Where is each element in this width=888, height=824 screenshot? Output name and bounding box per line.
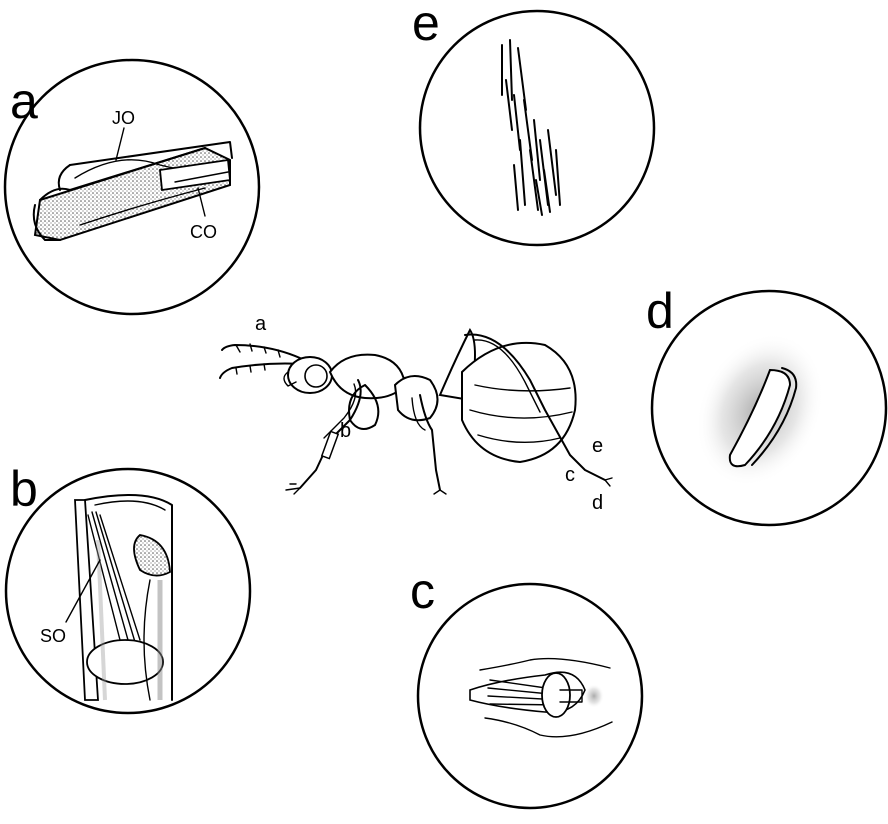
panel-d-label: d bbox=[646, 283, 674, 339]
panel-e-label: e bbox=[412, 0, 440, 51]
panel-d: d bbox=[646, 283, 886, 525]
panel-b-label: b bbox=[10, 461, 38, 517]
panel-c: c bbox=[410, 563, 642, 808]
panel-e: e bbox=[412, 0, 654, 245]
panel-a: a JO CO bbox=[5, 60, 259, 314]
panel-a-label: a bbox=[10, 73, 38, 129]
panel-c-label: c bbox=[410, 563, 435, 619]
ant-label-b: b bbox=[340, 420, 351, 442]
jo-label: JO bbox=[112, 108, 135, 128]
panel-b: b SO bbox=[6, 461, 250, 713]
ant-label-d: d bbox=[592, 492, 603, 514]
ant-label-e: e bbox=[592, 435, 603, 457]
co-label: CO bbox=[190, 222, 217, 242]
ant-label-c: c bbox=[565, 464, 575, 486]
ant-illustration: a b c d e bbox=[220, 313, 612, 514]
so-label: SO bbox=[40, 626, 66, 646]
ant-label-a: a bbox=[255, 313, 267, 335]
